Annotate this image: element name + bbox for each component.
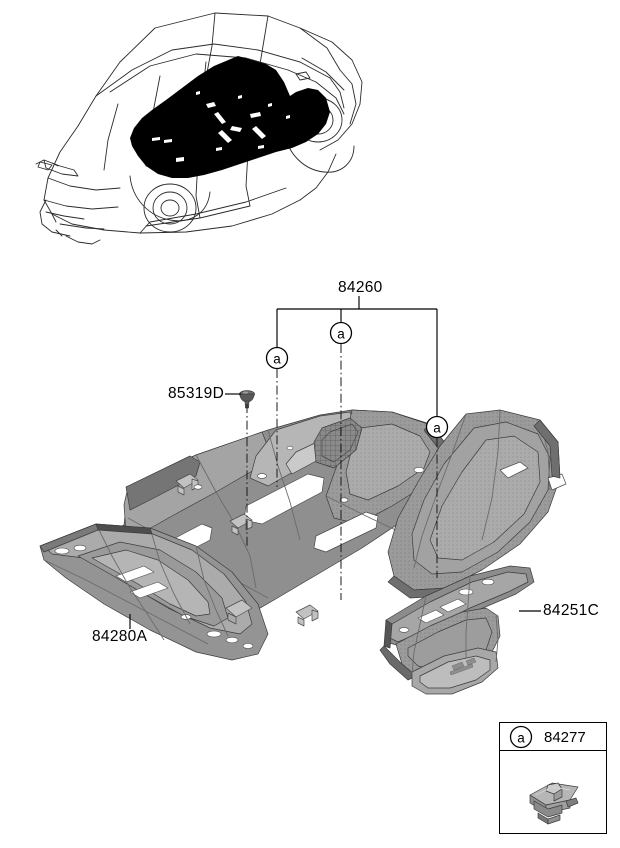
callout-a-right-label: a — [433, 420, 441, 435]
part-85319D-shape — [239, 390, 255, 409]
legend-part-number: 84277 — [544, 729, 586, 746]
part-label-84260: 84260 — [338, 279, 383, 296]
legend-symbol-label: a — [517, 730, 525, 745]
legend-header-row: a 84277 — [500, 723, 606, 751]
callout-a-left: a — [265, 346, 289, 370]
callout-a-left-label: a — [273, 351, 281, 366]
legend-box: a 84277 — [499, 722, 607, 834]
callout-a-center: a — [329, 321, 353, 345]
legend-item-illustration — [500, 751, 606, 833]
legend-symbol-icon: a — [509, 725, 533, 749]
part-84251C-shape — [379, 565, 535, 695]
locator-axes — [246, 344, 438, 600]
part-84280A-shape — [39, 523, 269, 661]
part-label-85319D: 85319D — [168, 385, 225, 402]
callout-a-center-label: a — [337, 326, 345, 341]
callout-circles: a a a — [265, 321, 449, 439]
carpet-clip-icon — [529, 782, 579, 825]
callout-a-right: a — [425, 415, 449, 439]
part-label-84251C: 84251C — [543, 602, 600, 619]
vehicle-floor-highlight-shape — [130, 56, 330, 178]
part-label-leaders — [129, 393, 541, 629]
part-label-84280A: 84280A — [92, 628, 148, 645]
leader-lines — [276, 296, 438, 417]
